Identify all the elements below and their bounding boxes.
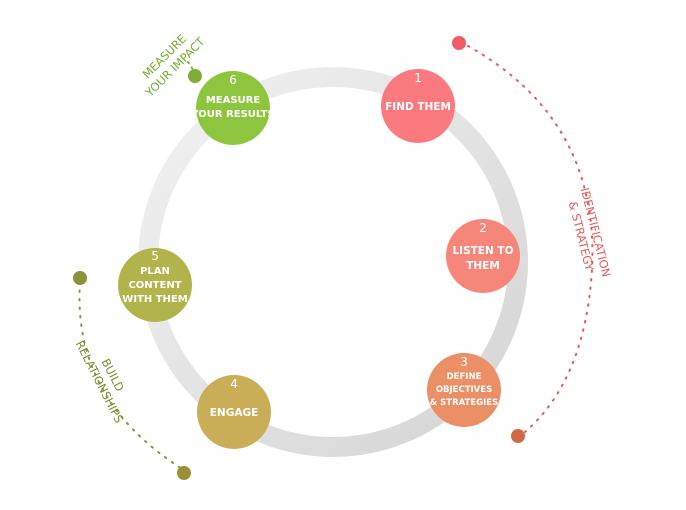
dot-relationships-start [73,271,87,285]
step-number: 1 [414,71,422,85]
step-node-define-objectives: 3 DEFINE OBJECTIVES & STRATEGIES [427,353,501,427]
step-number: 6 [229,73,237,87]
dot-measure [188,69,202,83]
step-label-line: ENGAGE [210,407,259,419]
dot-identification-end [511,429,525,443]
step-number: 2 [479,221,487,235]
step-label-line: LISTEN TO [452,245,513,257]
phase-label-measure-impact: MEASURE YOUR IMPACT [140,32,208,101]
step-label-line: THEM [466,260,500,272]
step-number: 3 [460,355,468,369]
step-number: 5 [151,249,159,263]
dot-relationships-end [177,466,191,480]
step-label-line: MEASURE [206,95,261,106]
step-node-listen-to-them: 2 LISTEN TO THEM [446,219,520,293]
step-label-line: YOUR RESULTS [190,109,274,120]
step-label-line: PLAN [140,266,170,277]
step-label-line: DEFINE [447,372,482,382]
step-number: 4 [230,377,238,391]
phase-label-identification: IDENTIFICATION & STRATEGY [566,186,614,278]
step-label-line: OBJECTIVES [436,385,492,395]
step-label-line: & STRATEGIES [430,398,498,408]
dotted-arc-identification [467,45,594,433]
phase-label-relationships: BUILD RELATIONSHIPS [73,338,127,425]
step-node-measure-results: 6 MEASURE YOUR RESULTS [190,71,275,145]
step-label-line: WITH THEM [122,294,187,305]
step-node-engage: 4 ENGAGE [197,375,271,449]
step-label-line: CONTENT [128,280,181,291]
dot-identification-start [452,36,466,50]
dotted-arc-relationships [78,281,185,471]
step-label-line: FIND THEM [385,101,451,113]
step-node-find-them: 1 FIND THEM [381,69,455,143]
step-node-plan-content: 5 PLAN CONTENT WITH THEM [118,248,192,322]
